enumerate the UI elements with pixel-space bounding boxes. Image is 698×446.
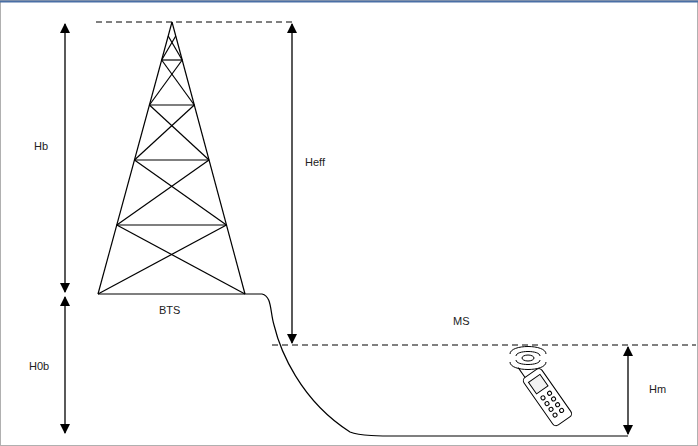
dimension-arrow xyxy=(627,347,628,434)
dashed-line xyxy=(272,345,696,346)
height-label: Hb xyxy=(33,140,49,152)
height-label: Heff xyxy=(304,156,326,168)
height-label: H0b xyxy=(28,360,50,372)
site-label: MS xyxy=(452,315,471,327)
dimension-arrow xyxy=(64,297,65,433)
height-label: Hm xyxy=(648,383,667,395)
signal-waves xyxy=(510,347,546,370)
top-rule xyxy=(0,1,698,3)
dimension-arrow xyxy=(64,24,65,292)
dashed-line xyxy=(96,22,294,23)
dimension-arrow xyxy=(291,24,292,343)
tower xyxy=(98,22,245,294)
site-label: BTS xyxy=(158,304,181,316)
mobile-phone xyxy=(515,357,573,427)
terrain xyxy=(98,294,628,436)
